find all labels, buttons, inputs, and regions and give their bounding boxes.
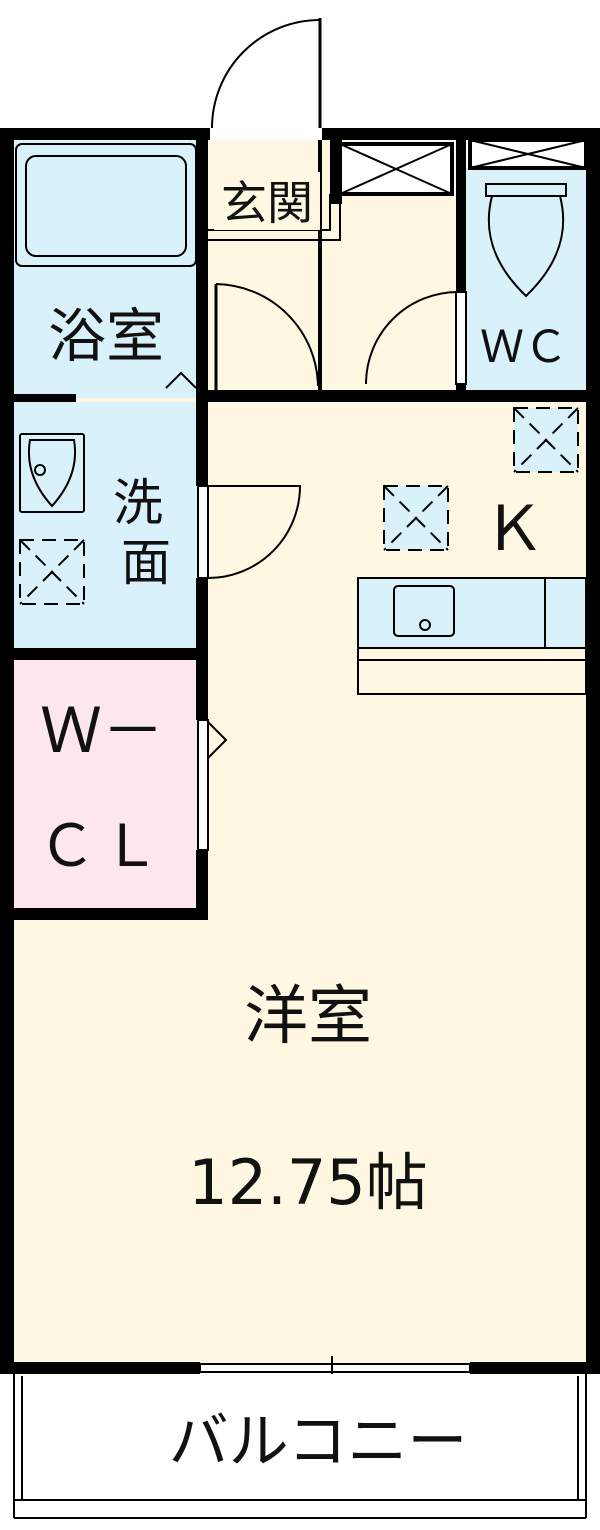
toilet-icon	[485, 183, 567, 298]
washbasin-icon	[19, 433, 85, 513]
kitchen-label: Ｋ	[483, 492, 545, 565]
washroom-door	[197, 485, 302, 579]
western-room-label: 洋室	[244, 980, 372, 1054]
balcony	[0, 1374, 600, 1530]
closet-label-bottom: ＣＬ	[38, 812, 166, 880]
vent-icon-kitchen-upper	[513, 407, 579, 473]
sink-icon	[393, 585, 455, 637]
wc-label: ＷＣ	[480, 322, 568, 373]
bathtub-icon	[15, 143, 197, 389]
washroom-label: 洗 面	[113, 474, 179, 592]
front-door	[211, 18, 322, 129]
balcony-label: バルコニー	[169, 1407, 468, 1477]
entrance-step	[208, 194, 341, 241]
washroom-floor	[12, 402, 198, 656]
closet-label-top: Ｗ－	[40, 694, 164, 767]
wc-door	[365, 291, 467, 385]
room-area-label: 12.75帖	[188, 1146, 428, 1219]
walls	[0, 128, 600, 1374]
bath-label: 浴室	[48, 302, 164, 370]
bath-door	[214, 283, 319, 390]
vent-icon-kitchen	[383, 485, 449, 551]
entrance-label: 玄関	[221, 176, 313, 230]
vent-icon-wc	[468, 138, 588, 170]
vent-icon-entrance	[338, 142, 454, 196]
wc-floor	[466, 168, 586, 394]
vent-icon-washroom	[19, 539, 85, 605]
closet-door	[197, 719, 228, 851]
closet-floor	[12, 660, 198, 910]
